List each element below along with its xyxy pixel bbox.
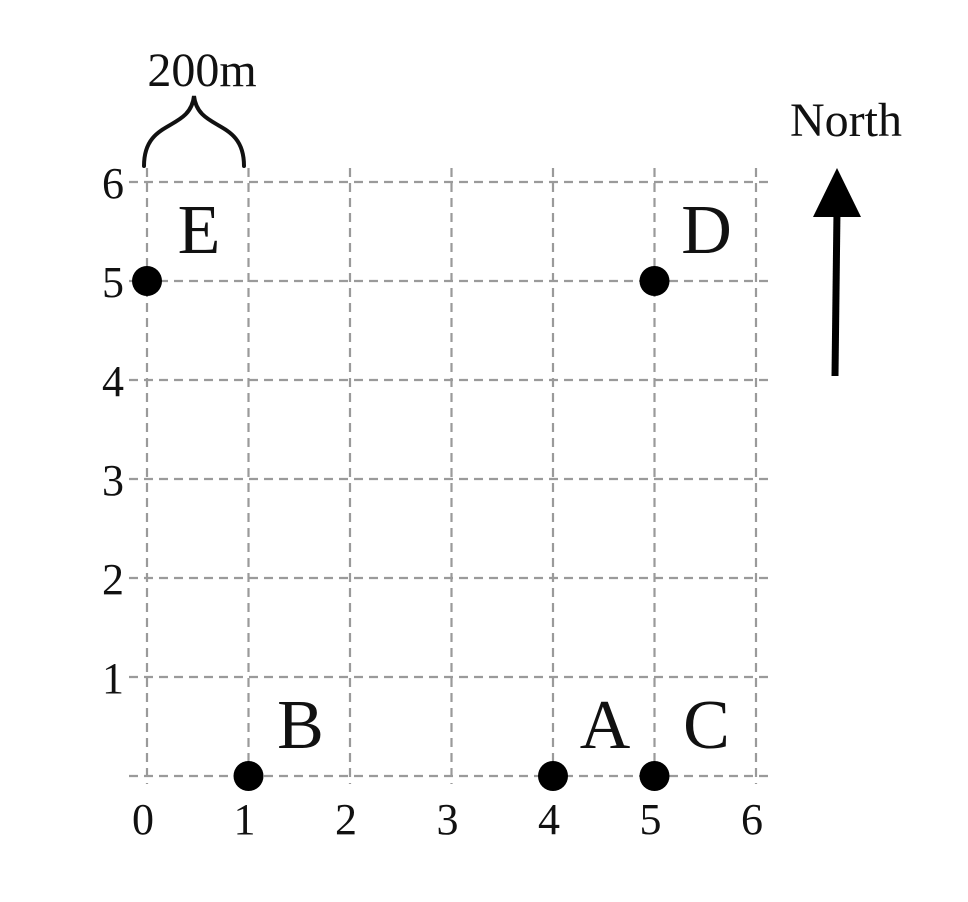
point-marker [538,761,568,791]
point-marker [132,266,162,296]
y-axis-tick-labels: 1 2 3 4 5 6 [102,159,124,703]
points: A B C D E [132,192,732,791]
x-tick-label: 1 [234,795,256,844]
y-tick-label: 1 [102,654,124,703]
x-tick-label: 4 [538,795,560,844]
point-marker [639,266,670,296]
point-marker [639,761,670,791]
x-tick-label: 5 [640,795,662,844]
north-compass: North [790,94,902,377]
point-c: C [639,687,730,791]
scale-brace [142,95,246,168]
y-tick-label: 2 [102,555,124,604]
scale-label: 200m [147,44,256,97]
north-arrow-icon [813,168,861,217]
x-tick-label: 2 [335,795,357,844]
north-label: North [790,94,902,147]
y-tick-label: 3 [102,456,124,505]
point-b: B [233,687,324,791]
point-label: B [277,687,324,764]
point-label: D [681,192,732,269]
x-tick-label: 0 [132,795,154,844]
point-label: C [683,687,730,764]
x-tick-label: 3 [437,795,459,844]
point-label: E [178,192,221,269]
y-tick-label: 6 [102,159,124,208]
x-tick-label: 6 [741,795,763,844]
point-d: D [639,192,732,296]
point-a: A [538,687,631,791]
scale-indicator: 200m [142,44,257,168]
y-tick-label: 4 [102,357,124,406]
grid-lines [129,168,772,784]
point-marker [233,761,264,791]
y-tick-label: 5 [102,258,124,307]
point-e: E [132,192,220,296]
north-arrow-shaft [831,209,841,377]
x-axis-tick-labels: 0 1 2 3 4 5 6 [132,795,763,844]
point-label: A [580,687,631,764]
